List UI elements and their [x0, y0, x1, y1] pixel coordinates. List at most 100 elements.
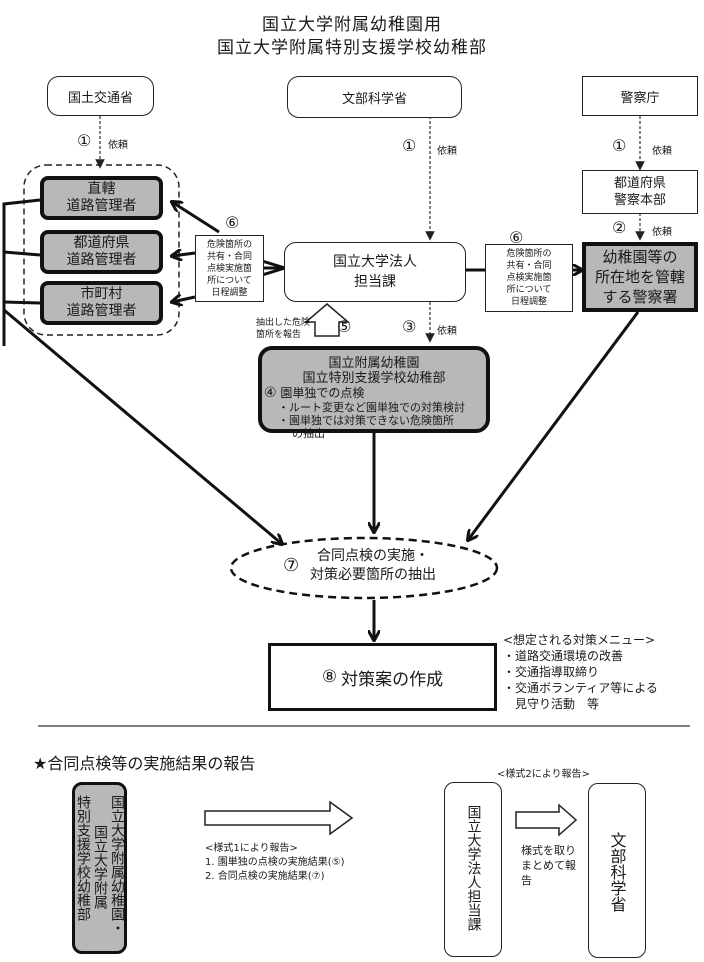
node-local-police-line3: する警察署 [602, 288, 678, 306]
coord-edge-direct [172, 202, 220, 234]
mlit-request-label: 依頼 [108, 140, 128, 151]
measures-menu-item: ・交通ボランティア等による [503, 681, 658, 695]
mlit-step-marker: ① [77, 131, 92, 150]
police-to-joint-edge [468, 311, 640, 540]
node-npa-label: 警察庁 [620, 90, 660, 106]
form1-item: 2. 合同点検の実施結果(⑦) [205, 871, 325, 882]
node-univ-corp-line2: 担当課 [354, 274, 396, 290]
node-mlit: 国土交通省 [47, 76, 154, 116]
node-road-direct-line2: 道路管理者 [66, 198, 137, 214]
node-road-pref: 都道府県 道路管理者 [40, 230, 163, 274]
node-pref-police-line2: 警察本部 [613, 193, 666, 208]
node-pref-police-line1: 都道府県 [613, 176, 666, 191]
kindergarten-bullet: ・ルート変更など園単独での対策検討 [278, 401, 465, 414]
node-univ-corp: 国立大学法人 担当課 [284, 242, 466, 302]
kindergarten-step-marker: ④ [264, 385, 277, 401]
node-plan: ⑧ 対策案の作成 [268, 643, 497, 711]
measures-menu-item: ・道路交通環境の改善 [503, 649, 624, 663]
pref-police-request-label: 依頼 [652, 227, 672, 238]
coord-note-right: 危険箇所の 共有・合同 点検実施箇 所について 日程調整 [485, 244, 573, 312]
coord-note-line: 危険箇所の [206, 239, 252, 250]
kindergarten-title1: 国立附属幼稚園 [328, 356, 420, 371]
coord-note-line: 点検実施箇 [206, 263, 252, 274]
compile-label-line1: 様式を取り [521, 844, 576, 857]
report-step-marker: ⑤ [337, 317, 352, 336]
node-road-pref-line2: 道路管理者 [66, 252, 137, 268]
form2-arrow [515, 803, 578, 837]
coord-note-left: 危険箇所の 共有・合同 点検実施箇 所について 日程調整 [195, 235, 264, 302]
measures-menu: <想定される対策メニュー> ・道路交通環境の改善 ・交通指導取締り ・交通ボラン… [503, 632, 658, 712]
joint-step-marker: ⑦ [283, 555, 300, 576]
report-kindergarten-line3: 特別支援学校幼稚部 [75, 795, 91, 921]
pref-police-step-marker: ② [612, 218, 627, 237]
node-road-city-line1: 市町村 [80, 286, 123, 302]
plan-step-marker: ⑧ [321, 667, 338, 687]
coord-note-line: 所について [506, 285, 552, 295]
npa-request-label: 依頼 [652, 146, 672, 157]
node-road-city-line2: 道路管理者 [66, 303, 137, 319]
node-npa: 警察庁 [582, 76, 698, 116]
compile-label-line2: まとめて報 [521, 859, 576, 872]
kindergarten-bullet: ・園単独では対策できない危険箇所 [278, 414, 454, 427]
report-univ-label: 国立大学法人担当課 [465, 805, 482, 931]
node-kindergarten: 国立附属幼稚園 国立特別支援学校幼稚部 ④ 園単独での点検 ・ルート変更など園単… [258, 346, 490, 440]
coord-note-line: 日程調整 [510, 297, 547, 307]
node-local-police-line1: 幼稚園等の [602, 248, 678, 266]
compile-label: 様式を取り まとめて報 告 [521, 843, 576, 888]
report-mext-box: 文部科学省 [588, 783, 646, 958]
form1-heading: <様式1により報告> [205, 843, 298, 854]
node-road-pref-line1: 都道府県 [73, 235, 130, 251]
form1-arrow [204, 800, 354, 836]
report-kindergarten-line1: 国立大学附属幼稚園・ [109, 795, 125, 935]
form2-heading: <様式2により報告> [497, 769, 590, 780]
kindergarten-step: 園単独での点検 [280, 386, 365, 400]
node-pref-police: 都道府県 警察本部 [582, 170, 698, 214]
npa-step-marker: ① [612, 136, 627, 155]
coord-step-marker-right: ⑥ [509, 228, 524, 247]
node-local-police-line2: 所在地を管轄 [594, 268, 685, 286]
node-road-city: 市町村 道路管理者 [40, 281, 163, 325]
coord-note-line: 共有・合同 [506, 261, 552, 271]
coord-note-line: 危険箇所の [506, 249, 552, 259]
measures-menu-item: 見守り活動 等 [503, 697, 600, 711]
coord-edge-city [172, 297, 196, 302]
node-road-direct: 直轄 道路管理者 [40, 176, 163, 220]
univ-request-label: 依頼 [437, 326, 457, 337]
report-kindergarten-box: 国立大学附属幼稚園・ 国立大学附属 特別支援学校幼稚部 [72, 782, 127, 954]
coord-step-marker-left: ⑥ [225, 213, 240, 232]
diagram-title-line1: 国立大学附属幼稚園用 [262, 15, 442, 35]
form1-item: 1. 園単独の点検の実施結果(⑤) [205, 857, 345, 868]
kindergarten-title2: 国立特別支援学校幼稚部 [302, 371, 446, 386]
node-univ-corp-line1: 国立大学法人 [333, 254, 417, 270]
mext-step-marker: ① [402, 136, 417, 155]
kindergarten-bullet: の抽出 [292, 427, 325, 440]
node-road-direct-line1: 直轄 [87, 181, 116, 197]
node-mlit-label: 国土交通省 [67, 90, 133, 106]
compile-label-line3: 告 [521, 874, 532, 887]
report-label: 抽出した危険 箇所を報告 [256, 317, 310, 341]
report-section-heading: ★合同点検等の実施結果の報告 [33, 754, 256, 773]
report-mext-label: 文部科学省 [607, 832, 627, 912]
measures-menu-item: ・交通指導取締り [503, 665, 600, 679]
form1-note: <様式1により報告> 1. 園単独の点検の実施結果(⑤) 2. 合同点検の実施結… [205, 842, 345, 884]
coord-note-line: 所について [207, 275, 252, 286]
node-mext: 文部科学省 [287, 76, 462, 118]
report-label-line2: 箇所を報告 [256, 330, 302, 340]
coord-note-line: 点検実施箇 [506, 273, 552, 283]
joint-inspection-line2: 対策必要箇所の抽出 [310, 567, 436, 583]
node-local-police: 幼稚園等の 所在地を管轄 する警察署 [582, 242, 698, 312]
road-to-joint-edge [3, 308, 282, 544]
coord-edge-pref [172, 253, 196, 256]
report-kindergarten-line2: 国立大学附属 [92, 825, 108, 909]
report-univ-box: 国立大学法人担当課 [444, 782, 502, 957]
report-label-line1: 抽出した危険 [256, 318, 311, 328]
diagram-title-line2: 国立大学附属特別支援学校幼稚部 [217, 38, 487, 58]
univ-step-marker: ③ [402, 317, 417, 336]
mext-request-label: 依頼 [437, 146, 457, 157]
joint-inspection-label: 合同点検の実施・ 対策必要箇所の抽出 [298, 547, 448, 585]
joint-inspection-line1: 合同点検の実施・ [317, 548, 429, 564]
coord-note-line: 日程調整 [211, 287, 248, 298]
node-mext-label: 文部科学省 [341, 91, 407, 107]
plan-label: 対策案の作成 [341, 669, 444, 690]
coord-note-line: 共有・合同 [206, 251, 252, 262]
